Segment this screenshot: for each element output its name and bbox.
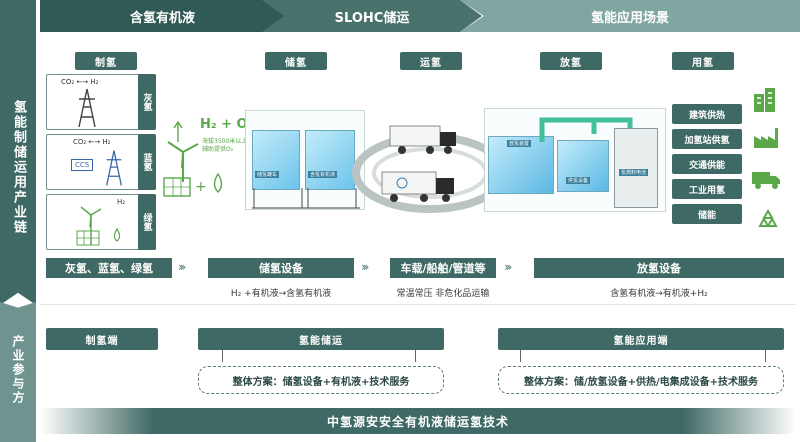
participant-production-end: 制氢端: [46, 328, 158, 350]
recycle-icon: [758, 208, 778, 227]
side-band-chain: [0, 0, 36, 305]
divider: [40, 304, 796, 305]
production-card-green: H₂: [46, 194, 156, 250]
participant-bracket-right: [520, 350, 766, 362]
solution-storage-transport: 整体方案：储氢设备+有机液+技术服务: [198, 366, 444, 394]
stage-chevron-organic-liquid: 含氢有机液: [40, 0, 285, 32]
stage-chevron-slohc: SLOHC储运: [262, 0, 482, 32]
stage-title: 氢能应用场景: [590, 10, 669, 26]
release-reaction: 含氢有机液→有机液+H₂: [610, 289, 708, 299]
stage-title: 含氢有机液: [129, 10, 195, 26]
stage-title: SLOHC储运: [334, 10, 410, 26]
section-transport: 运氢: [400, 52, 462, 70]
storage-stand: [252, 188, 360, 209]
section-usage: 用氢: [672, 52, 734, 70]
altitude-note: 海拔3500米以上 辅助提供O₂: [202, 138, 248, 153]
blue-formula: CO₂ ←→ H₂: [73, 138, 111, 146]
production-card-grey: CO₂ ←→ H₂: [46, 74, 156, 130]
power-tower-icon: [78, 88, 96, 128]
participant-bracket-left: [222, 350, 416, 362]
usage-item-energy-storage: 储能: [672, 204, 742, 224]
green-formula: H₂: [117, 198, 126, 206]
truck-icon: [389, 125, 456, 154]
chevrons-icon: ›››: [361, 260, 370, 274]
side-label-chain: 氢能制储运用产业链: [11, 100, 26, 235]
side-band-participants: [0, 302, 36, 442]
transport-condition: 常温常压 非危化品运输: [396, 289, 490, 299]
storage-tank-1: 储氢罐车: [252, 130, 300, 190]
production-card-blue: CO₂ ←→ H₂ CCS: [46, 134, 156, 190]
usage-item-refueling-station: 加氢站供氢: [672, 129, 742, 149]
chain-bar-transport: 车载/船舶/管道等: [390, 258, 496, 278]
usage-item-industrial-hydrogen: 工业用氢: [672, 179, 742, 199]
device-label: 放氢装置: [507, 140, 532, 147]
participant-storage-transport: 氢能储运: [198, 328, 444, 350]
truck-icon: [752, 172, 780, 189]
truck-icon: [381, 171, 454, 202]
chain-bar-release: 放氢设备: [534, 258, 784, 278]
chevrons-icon: ›››: [504, 260, 513, 274]
participant-application-end: 氢能应用端: [498, 328, 784, 350]
footer-banner: 中氢源安安全有机液储运氢技术: [40, 408, 796, 434]
renewable-electrolysis-icon: +: [163, 120, 223, 197]
type-grey: 灰氢: [138, 74, 156, 130]
type-green: 绿氢: [138, 194, 156, 250]
type-blue: 蓝氢: [138, 134, 156, 190]
building-icon: [754, 88, 775, 112]
section-storage: 储氢: [265, 52, 327, 70]
side-label-participants: 产业参与方: [11, 335, 25, 405]
release-device: 放氢装置: [488, 136, 554, 194]
tank-label: 含氢有机液: [308, 171, 338, 178]
section-release: 放氢: [540, 52, 602, 70]
factory-icon: [754, 128, 778, 148]
supply-device: 供氢设备: [557, 140, 609, 192]
grey-formula: CO₂ ←→ H₂: [61, 78, 99, 86]
device-label: 供氢设备: [566, 177, 591, 184]
power-tower-icon: [106, 150, 122, 186]
stage-chevron-application: 氢能应用场景: [460, 0, 800, 32]
section-production: 制氢: [75, 52, 137, 70]
storage-reaction: H₂ +有机液→含氢有机液: [230, 289, 332, 299]
chevrons-icon: ›››: [178, 260, 187, 274]
ccs-box: CCS: [71, 159, 94, 171]
solution-application: 整体方案：储/放氢设备+供热/电集成设备+技术服务: [498, 366, 784, 394]
tank-label: 储氢罐车: [255, 171, 280, 178]
footer-title: 中氢源安安全有机液储运氢技术: [326, 414, 509, 429]
electrolysis-formula: H₂ + O₂: [200, 117, 254, 132]
chain-bar-storage: 储氢设备: [208, 258, 354, 278]
svg-text:+: +: [195, 179, 207, 195]
chain-bar-production: 灰氢、蓝氢、绿氢: [46, 258, 172, 278]
wind-solar-icon: [76, 206, 121, 246]
usage-item-building-heating: 建筑供热: [672, 104, 742, 124]
device-label: 氢燃料电池: [619, 169, 649, 176]
usage-item-transport-energy: 交通供能: [672, 154, 742, 174]
fuel-cell-cabinet: 氢燃料电池: [614, 128, 658, 208]
storage-tank-2: 含氢有机液: [305, 130, 355, 190]
